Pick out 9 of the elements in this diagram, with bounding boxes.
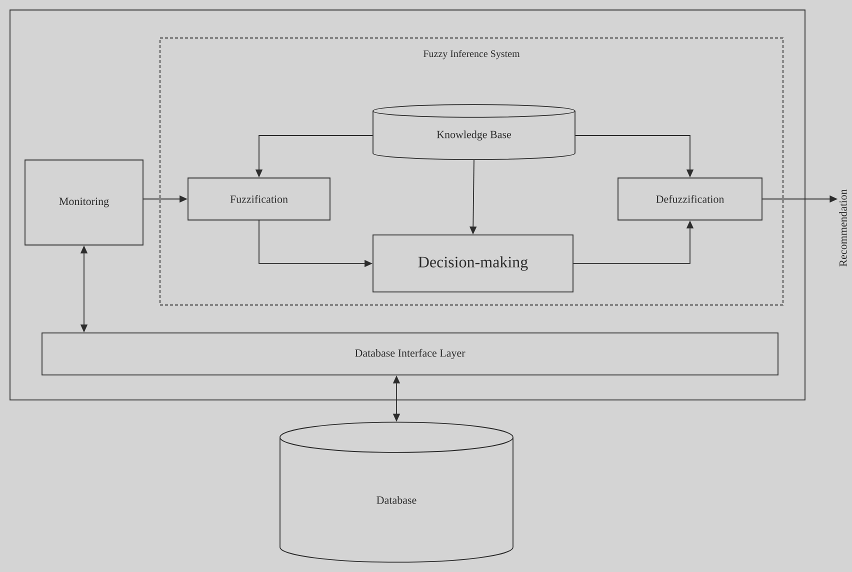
database-cylinder: Database bbox=[280, 422, 514, 563]
process-box: Monitoring bbox=[24, 160, 144, 246]
process-box: Defuzzification bbox=[618, 178, 762, 220]
database-cylinder: Knowledge Base bbox=[372, 104, 576, 160]
process-box: Database Interface Layer bbox=[42, 332, 778, 376]
outline-box bbox=[10, 10, 806, 400]
process-box: Fuzzification bbox=[188, 178, 330, 220]
process-box: Decision-making bbox=[372, 234, 574, 292]
output-label: Recommendation bbox=[839, 189, 847, 266]
